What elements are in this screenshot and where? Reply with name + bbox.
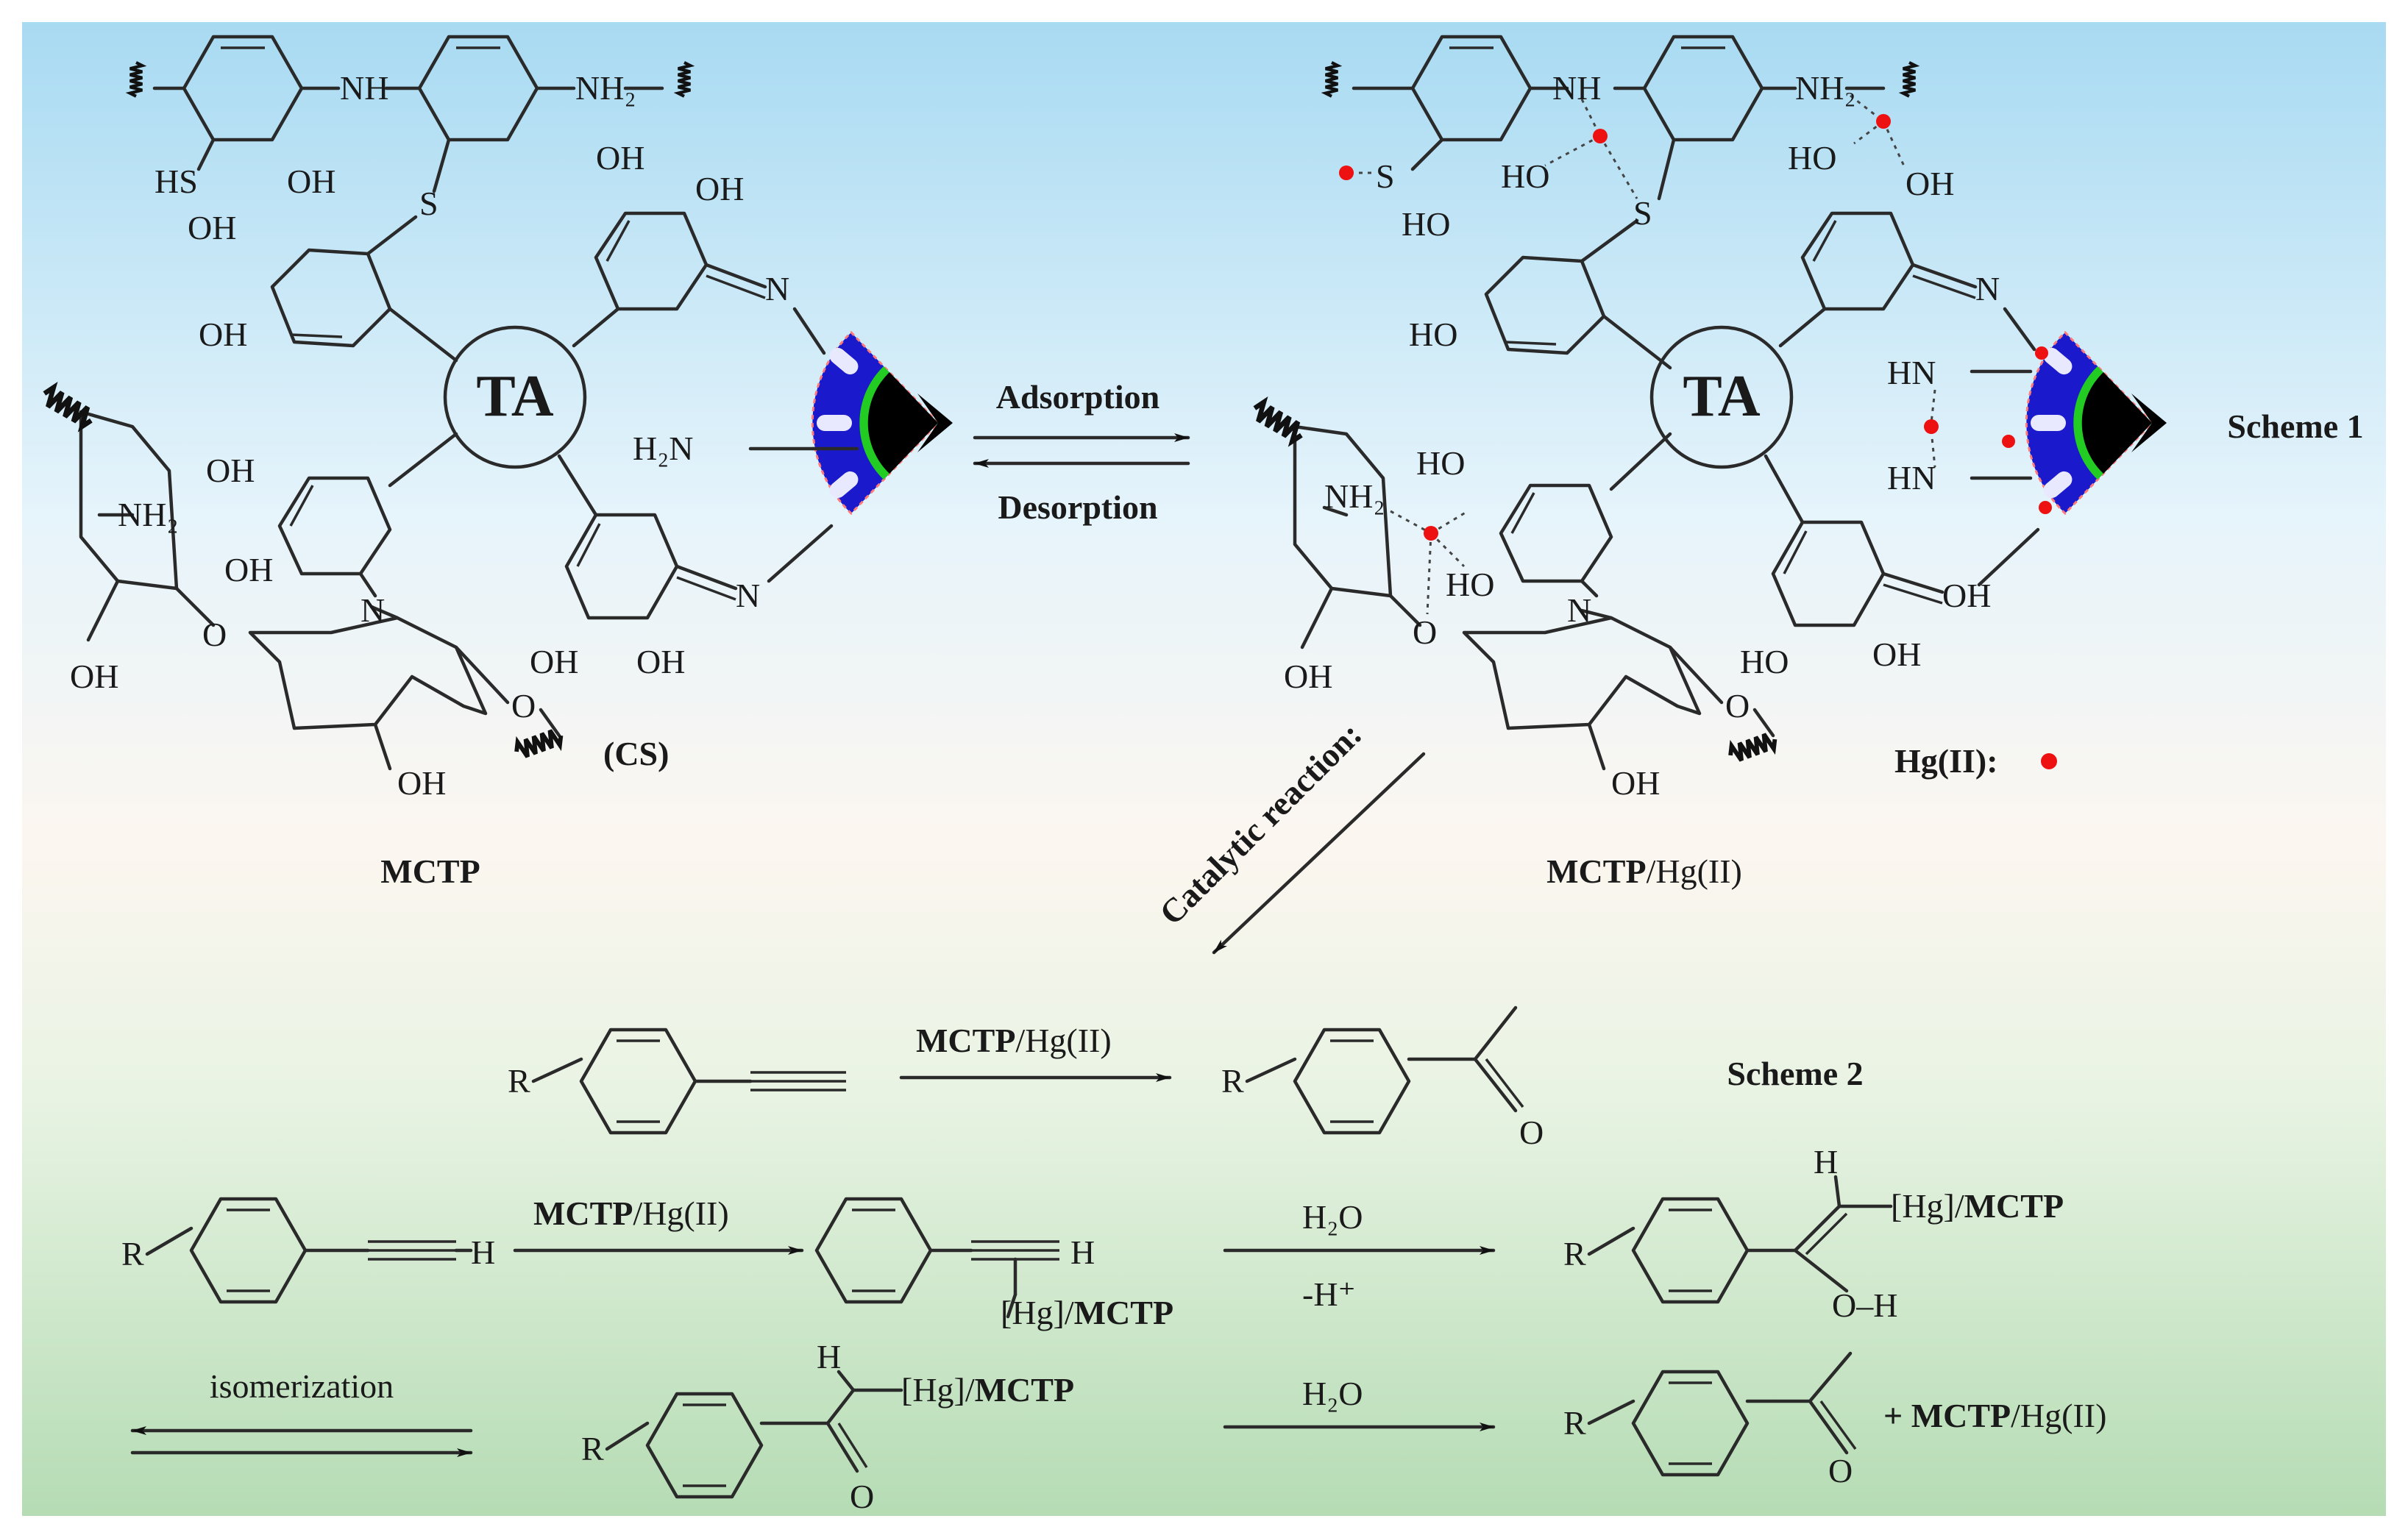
hg-ion — [1876, 114, 1891, 129]
hg-ion — [1424, 526, 1438, 541]
atom-label: HO — [1416, 444, 1465, 482]
atom-label: N — [736, 577, 760, 614]
ta-core-label: TA — [476, 364, 553, 429]
atom-label: OH — [287, 163, 335, 200]
atom-label: HO — [1740, 643, 1789, 680]
product-regenerated: + MCTP/Hg(II) — [1883, 1397, 2106, 1434]
mctp-hg-structure: NH NH₂ S HO S HO OH HO HO HO N HN HN NH₂… — [1250, 35, 2364, 890]
atom-label: N — [1975, 270, 2000, 307]
atom-label: OH — [1284, 658, 1332, 695]
atom-label: NH — [340, 69, 388, 107]
atom-label: HN — [1887, 459, 1936, 496]
atom-label: OH — [1872, 636, 1921, 673]
hydroxyl-group: O–H — [1832, 1286, 1897, 1324]
atom-label: NH₂ — [118, 496, 178, 533]
hg-bracket: [Hg]/MCTP — [901, 1371, 1074, 1409]
atom-label: H₂N — [633, 430, 693, 467]
atom-label: N — [361, 591, 385, 629]
hydrogen: H — [1814, 1143, 1838, 1181]
minus-proton: -H⁺ — [1302, 1275, 1356, 1313]
hg-ion — [1924, 419, 1939, 434]
atom-label: O — [202, 616, 227, 653]
r-group: R — [581, 1430, 604, 1467]
reagent-label: MCTP/Hg(II) — [533, 1195, 729, 1232]
oxygen: O — [850, 1478, 874, 1515]
adsorption-desorption-arrows: Adsorption Desorption — [973, 378, 1190, 526]
scheme2-reactions: R MCTP/Hg(II) R O Scheme 2 R H — [121, 1005, 2106, 1515]
atom-label: OH — [1906, 165, 1954, 202]
r-group: R — [1221, 1062, 1244, 1100]
atom-label: N — [765, 270, 789, 307]
hydrogen: H — [817, 1338, 841, 1375]
atom-label: OH — [70, 658, 118, 695]
adsorption-label: Adsorption — [996, 378, 1159, 416]
hg-ion — [2035, 346, 2048, 360]
r-group: R — [508, 1062, 530, 1100]
atom-label: O — [511, 687, 536, 725]
atom-label: OH — [188, 209, 236, 246]
atom-label: OH — [1611, 764, 1660, 802]
atom-label: HO — [1409, 316, 1457, 353]
atom-label: OH — [636, 643, 685, 680]
hg-ion — [2002, 435, 2015, 448]
atom-label: OH — [224, 551, 273, 588]
ta-core-label: TA — [1683, 364, 1760, 429]
cs-label: (CS) — [603, 735, 669, 772]
atom-label: OH — [206, 452, 255, 489]
hg-bracket: [Hg]/MCTP — [1891, 1187, 2064, 1225]
atom-label: OH — [530, 643, 578, 680]
desorption-label: Desorption — [998, 488, 1157, 526]
atom-label: OH — [695, 170, 744, 207]
atom-label: HS — [155, 163, 198, 200]
atom-label: OH — [199, 316, 247, 353]
hydrogen: H — [1070, 1233, 1095, 1271]
hydrogen: H — [471, 1233, 495, 1271]
scheme2-label: Scheme 2 — [1727, 1055, 1863, 1092]
background-panel — [22, 22, 2386, 1516]
atom-label: S — [419, 185, 438, 222]
atom-label: NH₂ — [575, 69, 636, 107]
reagent-label: MCTP/Hg(II) — [916, 1022, 1112, 1059]
hg-bracket: [Hg]/MCTP — [1001, 1294, 1173, 1331]
atom-label: HO — [1501, 157, 1549, 195]
r-group: R — [121, 1235, 144, 1272]
isomerization-label: isomerization — [210, 1367, 394, 1405]
water: H₂O — [1302, 1375, 1363, 1412]
water: H₂O — [1302, 1198, 1363, 1236]
hg-legend-label: Hg(II): — [1894, 742, 1998, 780]
atom-label: NH₂ — [1324, 477, 1385, 515]
mctp-structure: NH NH₂ HS S OH OH OH OH OH N H₂N OH OH N… — [40, 35, 954, 890]
hg-legend-dot — [2041, 753, 2057, 769]
atom-label: HO — [1788, 139, 1836, 177]
hg-ion — [2039, 501, 2052, 514]
oxygen: O — [1519, 1114, 1544, 1151]
atom-label: OH — [596, 139, 644, 177]
atom-label: HO — [1402, 205, 1450, 243]
mctp-hg-caption: MCTP/Hg(II) — [1546, 852, 1742, 890]
atom-label: NH — [1552, 69, 1601, 107]
atom-label: HO — [1446, 566, 1494, 603]
atom-label: O — [1725, 687, 1750, 725]
atom-label: OH — [397, 764, 446, 802]
scheme1-label: Scheme 1 — [2227, 407, 2363, 445]
atom-label: OH — [1942, 577, 1991, 614]
hg-ion — [1593, 129, 1608, 143]
hg-ion — [1339, 165, 1354, 180]
atom-label: N — [1567, 591, 1591, 629]
atom-label: O — [1413, 613, 1437, 651]
atom-label: HN — [1887, 354, 1936, 391]
atom-label: NH₂ — [1795, 69, 1855, 107]
r-group: R — [1563, 1235, 1586, 1272]
mctp-caption: MCTP — [380, 852, 480, 890]
r-group: R — [1563, 1404, 1586, 1442]
atom-label: S — [1376, 157, 1395, 195]
atom-label: S — [1633, 194, 1652, 232]
oxygen: O — [1828, 1452, 1853, 1489]
